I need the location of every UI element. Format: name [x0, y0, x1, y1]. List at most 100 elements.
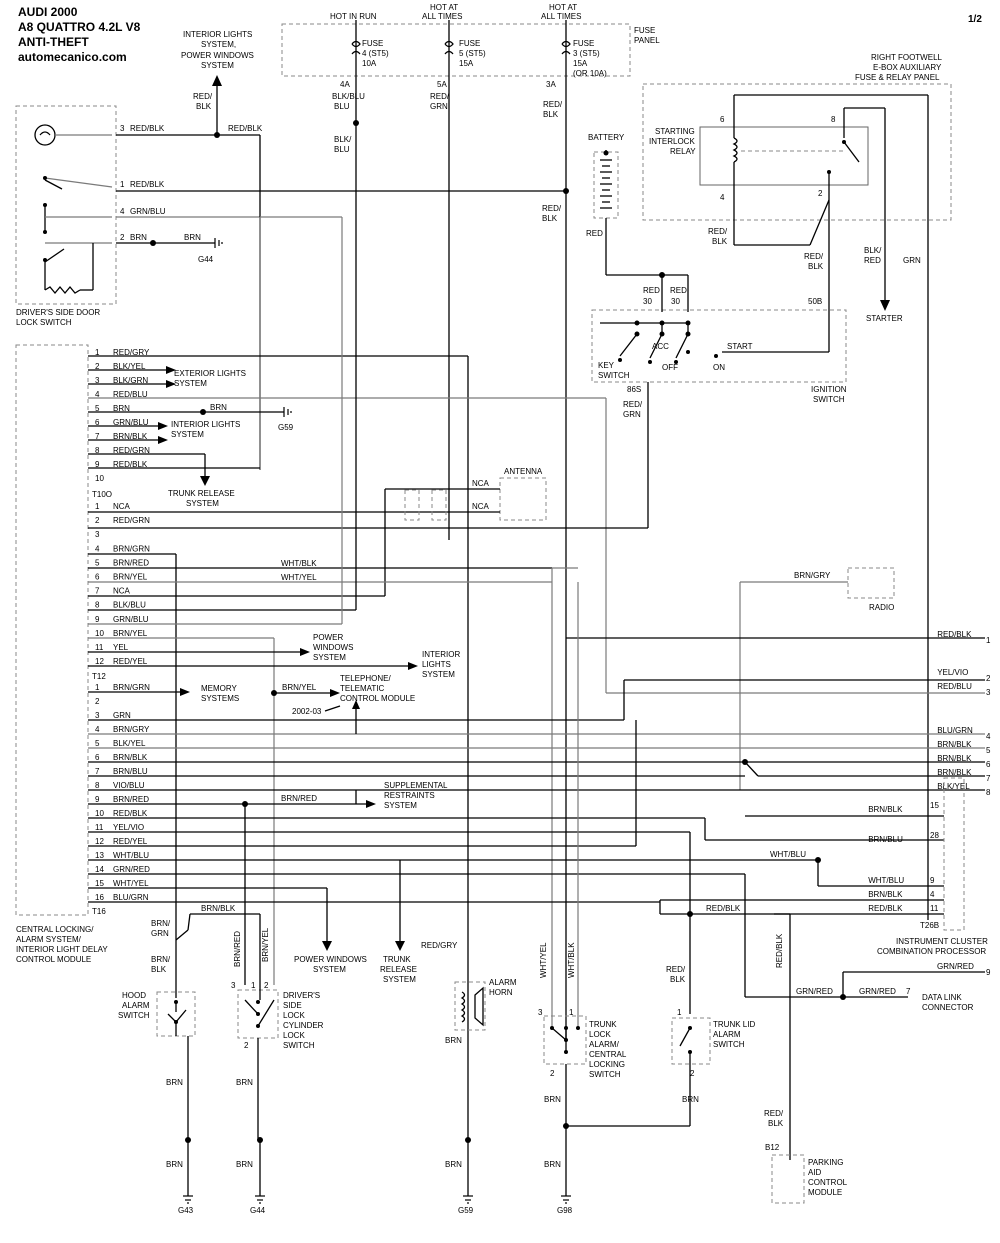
- hot-all-times-1a: HOT AT: [430, 3, 458, 12]
- t16-pin-14: 14: [95, 865, 104, 874]
- battery-icon: [600, 159, 612, 209]
- door-switch-box: [15, 105, 117, 305]
- horn-label-2: HORN: [489, 988, 513, 997]
- t12-pin-7-color: NCA: [113, 587, 131, 596]
- data-link-connector: GRN/RED GRN/RED 7 DATA LINK CONNECTOR GR…: [796, 962, 991, 1012]
- t12-pin-3: 3: [95, 530, 100, 539]
- tld-pin-1: 1: [677, 1008, 682, 1017]
- door-lock-switch: DRIVER'S SIDE DOOR LOCK SWITCH 3 RED/BLK…: [15, 105, 566, 470]
- cyl-pin-1: 1: [251, 981, 256, 990]
- t10o-pin-9-color: RED/BLK: [113, 460, 148, 469]
- door-switch-label-2: LOCK SWITCH: [16, 318, 72, 327]
- cluster-pin-4-color: BRN/BLK: [868, 890, 903, 899]
- t12-pin-2-color: RED/GRN: [113, 516, 150, 525]
- il-mid-3: SYSTEM: [422, 670, 455, 679]
- brn-red-mid: BRN/RED: [281, 794, 317, 803]
- ground-icon: [183, 1195, 193, 1204]
- memory-1: MEMORY: [201, 684, 238, 693]
- parking-aid: B12 PARKING AID CONTROL MODULE RED/ BLK …: [764, 933, 848, 1204]
- relay-blk-2: BLK: [808, 262, 824, 271]
- t16-pin-13: 13: [95, 851, 104, 860]
- cyl-brn-red: BRN/RED: [233, 931, 242, 967]
- memory-2: SYSTEMS: [201, 694, 239, 703]
- t16-pin-10: 10: [95, 809, 104, 818]
- t12-pin-7: 7: [95, 587, 100, 596]
- t16-pin-6: 6: [95, 753, 100, 762]
- parking-box: [771, 1154, 805, 1204]
- t16-pin-12: 12: [95, 837, 104, 846]
- il-top-3: POWER WINDOWS: [181, 51, 254, 60]
- tl-4: CENTRAL: [589, 1050, 627, 1059]
- t16-pin-4: 4: [95, 725, 100, 734]
- wire-blk-d: BLK: [196, 102, 212, 111]
- module-label-2: ALARM SYSTEM/: [16, 935, 82, 944]
- hood-brn-1: BRN/: [151, 919, 171, 928]
- pin-5a: 5A: [437, 80, 447, 89]
- rf-title-1: RIGHT FOOTWELL: [871, 53, 943, 62]
- t10o-pin-8-color: RED/GRN: [113, 446, 150, 455]
- right-footwell-panel: RIGHT FOOTWELL E-BOX AUXILIARY FUSE & RE…: [642, 53, 952, 920]
- t16-pin-1: 1: [95, 683, 100, 692]
- relay-coil-icon: [732, 137, 738, 163]
- tl-2: LOCK: [589, 1030, 611, 1039]
- fuse4-l2: 4 (ST5): [362, 49, 389, 58]
- parking-label-2: AID: [808, 1168, 822, 1177]
- t10o-pin-4: 4: [95, 390, 100, 399]
- t12-pin-6-color: BRN/YEL: [113, 573, 148, 582]
- dlc-edge-color: GRN/RED: [937, 962, 974, 971]
- connector-t12: T12: [92, 672, 106, 681]
- tr-bot-3: SYSTEM: [383, 975, 416, 984]
- t12-pin-11-color: YEL: [113, 643, 129, 652]
- wht-yel-label: WHT/YEL: [281, 573, 317, 582]
- ds-pin-1: 1: [120, 180, 125, 189]
- relay-red-1: RED/: [708, 227, 728, 236]
- trunk-lid-box: [671, 1017, 711, 1065]
- pin-4a: 4A: [340, 80, 350, 89]
- tld-blk: BLK: [670, 975, 686, 984]
- relay-pin-8: 8: [831, 115, 836, 124]
- wire-grn-a: GRN: [430, 102, 448, 111]
- starter-label: STARTER: [866, 314, 903, 323]
- t10o-pin-4-color: RED/BLU: [113, 390, 148, 399]
- horn-brn: BRN: [445, 1036, 462, 1045]
- edge-pin-5: 5: [986, 746, 991, 755]
- tl-brn-2: BRN: [544, 1160, 561, 1169]
- t10o-pin-7-color: BRN/BLK: [113, 432, 148, 441]
- t16-pin-16: 16: [95, 893, 104, 902]
- trunk-rel-2: SYSTEM: [186, 499, 219, 508]
- parking-label-3: CONTROL: [808, 1178, 848, 1187]
- t12-pin-6: 6: [95, 573, 100, 582]
- t10o-pin-10: 10: [95, 474, 104, 483]
- tld-1: TRUNK LID: [713, 1020, 755, 1029]
- cyl-2: SIDE: [283, 1001, 302, 1010]
- t16-pin-2: 2: [95, 697, 100, 706]
- dlc-label-1: DATA LINK: [922, 993, 962, 1002]
- horn-icon: [474, 986, 484, 1027]
- ground-g44: G44: [250, 1206, 266, 1215]
- hot-in-run-label: HOT IN RUN: [330, 12, 377, 21]
- fuse-panel-label-2: PANEL: [634, 36, 660, 45]
- t12-pin-1-color: NCA: [113, 502, 131, 511]
- wht-blu-label: WHT/BLU: [770, 850, 806, 859]
- t12-pin-8-color: BLK/BLU: [113, 601, 146, 610]
- parking-pin: B12: [765, 1143, 780, 1152]
- year-label: 2002-03: [292, 707, 322, 716]
- il-mid-2: LIGHTS: [422, 660, 451, 669]
- ign-pin-86s: 86S: [627, 385, 641, 394]
- int-lights-1: INTERIOR LIGHTS: [171, 420, 240, 429]
- module-label-1: CENTRAL LOCKING/: [16, 925, 94, 934]
- il-top-1: INTERIOR LIGHTS: [183, 30, 252, 39]
- ground-icon: [561, 1195, 571, 1204]
- page-number: 1/2: [968, 14, 982, 25]
- t10o-pin-9: 9: [95, 460, 100, 469]
- fuse-panel: FUSE PANEL HOT IN RUN HOT AT ALL TIMES H…: [281, 3, 660, 1040]
- fuse-panel-box: [281, 23, 631, 77]
- edge-pin-1: 1: [986, 636, 991, 645]
- cluster-connector: T26B: [920, 921, 939, 930]
- red-gry-label: RED/GRY: [421, 941, 458, 950]
- relay-pin-6: 6: [720, 115, 725, 124]
- t12-pin-8: 8: [95, 601, 100, 610]
- cyl-3: LOCK: [283, 1011, 305, 1020]
- tel-3: CONTROL MODULE: [340, 694, 415, 703]
